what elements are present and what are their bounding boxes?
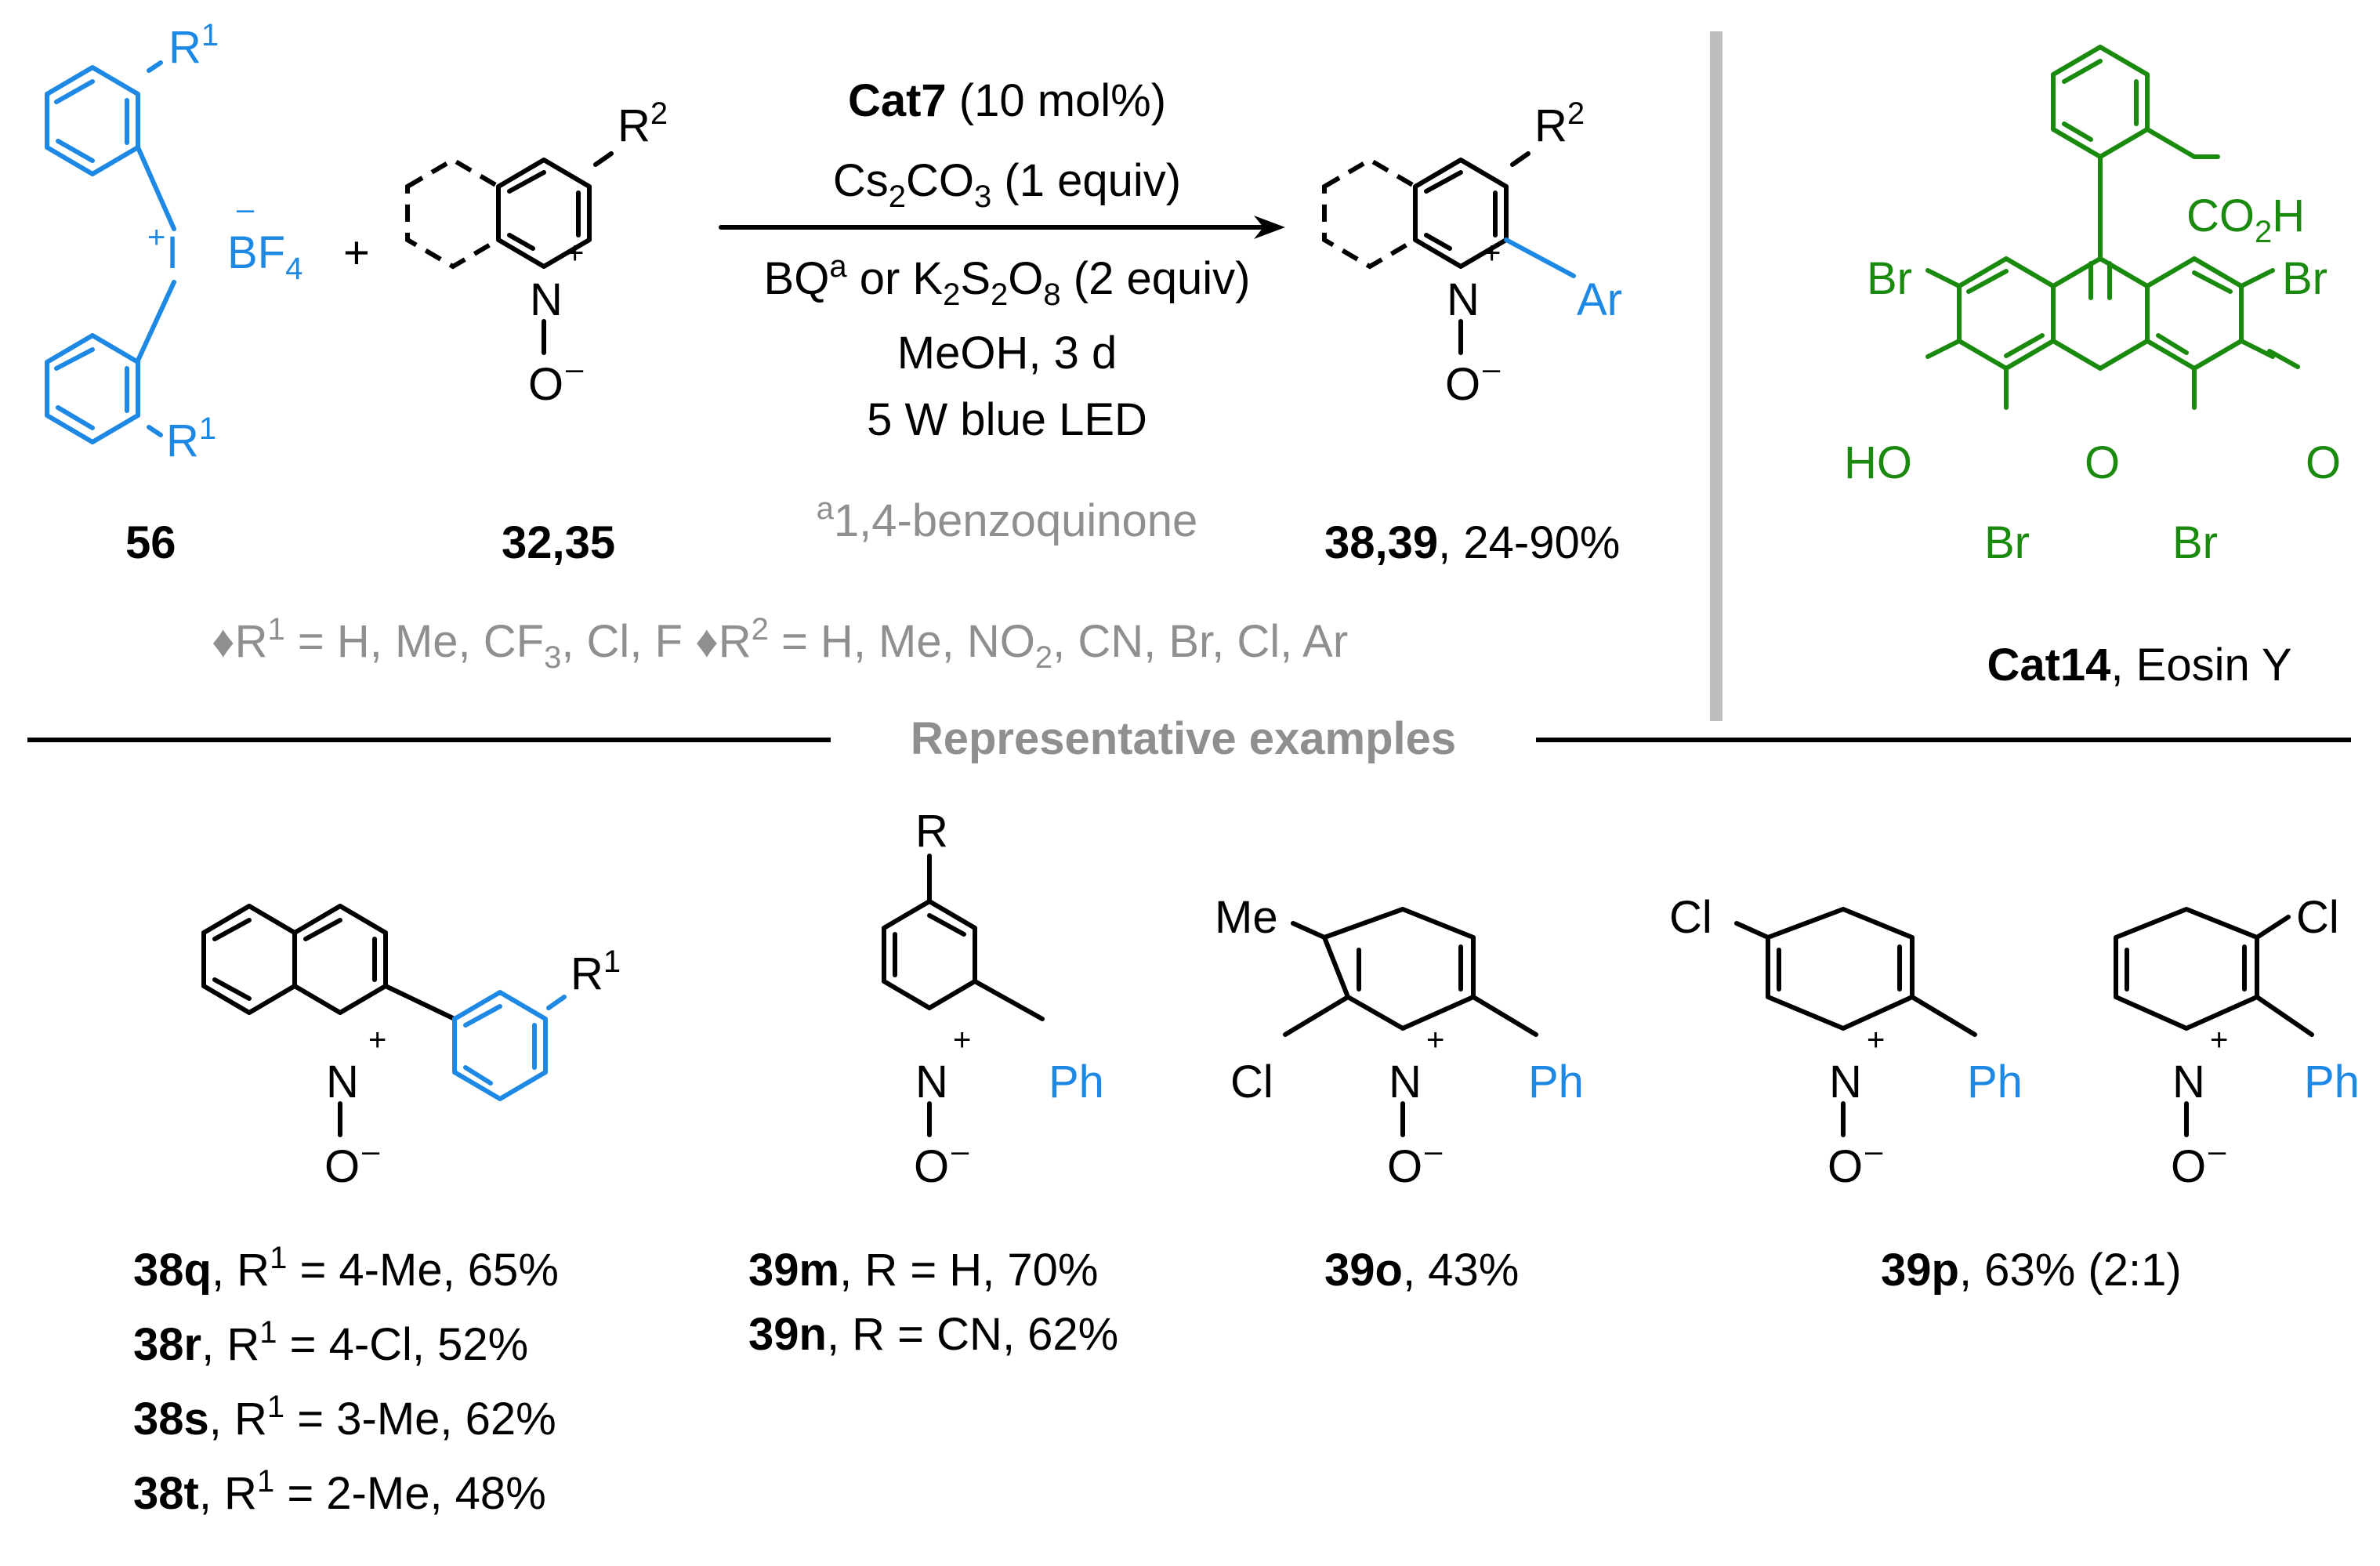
ex39o-label: 39o, 43% bbox=[1324, 1245, 1519, 1296]
section-title: Representative examples bbox=[911, 713, 1456, 764]
ex38-o-minus: – bbox=[362, 1134, 380, 1169]
ketone-oxygen: O bbox=[2306, 437, 2341, 488]
ex39mn-n-plus: + bbox=[953, 1023, 971, 1057]
ring-oxygen: O bbox=[2085, 437, 2120, 488]
ex39mn-o-minus: – bbox=[951, 1134, 969, 1169]
ex38-row-s: 38s, R1 = 3-Me, 62% bbox=[133, 1390, 556, 1445]
bf4-anion: BF4 bbox=[227, 227, 302, 286]
reaction-arrow-head bbox=[1254, 216, 1285, 239]
ex39p-o-atom-b: O bbox=[2171, 1141, 2206, 1192]
aryl-ring-bottom bbox=[45, 333, 140, 444]
ex38-row-t: 38t, R1 = 2-Me, 48% bbox=[133, 1464, 546, 1519]
example-39mn: R + N O – Ph 39m, R = H, 70% 39n, R = CN… bbox=[748, 806, 1118, 1360]
reaction-conditions: Cat7 (10 mol%) Cs2CO3 (1 equiv) BQa or K… bbox=[719, 75, 1285, 546]
r2-substituent: R2 bbox=[618, 96, 668, 151]
ex39o-n-atom: N bbox=[1389, 1057, 1422, 1107]
ex39mn-row-m: 39m, R = H, 70% bbox=[748, 1245, 1099, 1296]
ex39o-o-minus: – bbox=[1425, 1134, 1443, 1169]
ex39p-cl-b: Cl bbox=[2296, 892, 2339, 943]
product-r2: R2 bbox=[1534, 96, 1585, 151]
n-atom: N bbox=[530, 274, 563, 325]
footnote: a1,4-benzoquinone bbox=[817, 491, 1198, 546]
catalyst-condition: Cat7 (10 mol%) bbox=[848, 75, 1166, 126]
iodonium-charge: + bbox=[147, 220, 165, 255]
ex39p-ph-b: Ph bbox=[2304, 1057, 2360, 1107]
n-plus: + bbox=[566, 236, 584, 270]
product-n-atom: N bbox=[1447, 274, 1480, 325]
ex39o-me: Me bbox=[1215, 892, 1278, 943]
product-ar: Ar bbox=[1577, 274, 1622, 325]
ex38-r1: R1 bbox=[571, 944, 621, 999]
ex39p-n-atom-b: N bbox=[2172, 1057, 2205, 1107]
br-left-bottom: Br bbox=[1984, 517, 2030, 568]
o-atom: O bbox=[528, 359, 563, 410]
ex39mn-row-n: 39n, R = CN, 62% bbox=[748, 1309, 1118, 1360]
base-condition: Cs2CO3 (1 equiv) bbox=[833, 155, 1181, 214]
ex39p-cl-a: Cl bbox=[1669, 892, 1712, 943]
carboxylic-acid: CO2H bbox=[2186, 190, 2305, 249]
r1-bottom: R1 bbox=[166, 411, 216, 466]
br-right-top: Br bbox=[2282, 253, 2327, 304]
light-source: 5 W blue LED bbox=[867, 394, 1147, 445]
ex39p-ph-a: Ph bbox=[1967, 1057, 2023, 1107]
ex39mn-r: R bbox=[915, 806, 948, 857]
ex39p-o-atom-a: O bbox=[1828, 1141, 1863, 1192]
hydroxyl: HO bbox=[1844, 437, 1912, 488]
ex39mn-o-atom: O bbox=[914, 1141, 949, 1192]
ex39o-ph: Ph bbox=[1528, 1057, 1584, 1107]
label-32-35: 32,35 bbox=[502, 517, 615, 568]
ex38-n-plus: + bbox=[368, 1023, 386, 1057]
example-39o: Me Cl + N O – Ph 39o, 43% bbox=[1215, 892, 1584, 1296]
product-38-39: R2 + N O – Ar 38,39, 24-90% bbox=[1322, 96, 1622, 568]
product-o-minus: – bbox=[1483, 352, 1501, 386]
catalyst-eosin-y: CO2H Br Br HO O O Br Br Cat14, Eosin Y bbox=[1844, 45, 2341, 691]
br-right-bottom: Br bbox=[2172, 517, 2218, 568]
o-minus: – bbox=[566, 352, 584, 386]
ex39p-o-minus-a: – bbox=[1865, 1134, 1883, 1169]
example-39p: Cl + N O – Ph Cl + N O – Ph 39p, 63% (2:… bbox=[1669, 892, 2360, 1296]
ex39mn-n-atom: N bbox=[915, 1057, 948, 1107]
ex39o-cl: Cl bbox=[1230, 1057, 1273, 1107]
product-n-plus: + bbox=[1483, 236, 1501, 270]
ex38-o-atom: O bbox=[324, 1141, 360, 1192]
ex39p-n-atom-a: N bbox=[1829, 1057, 1862, 1107]
example-38: R1 + N O – 38q, R1 = 4-Me, 65% 38r, R1 =… bbox=[133, 904, 621, 1519]
r1-top: R1 bbox=[168, 18, 219, 73]
ex39o-n-plus: + bbox=[1426, 1023, 1444, 1057]
label-38-39: 38,39, 24-90% bbox=[1324, 517, 1620, 568]
ex38-row-r: 38r, R1 = 4-Cl, 52% bbox=[133, 1315, 528, 1370]
ex39p-label: 39p, 63% (2:1) bbox=[1881, 1245, 2182, 1296]
product-o-atom: O bbox=[1445, 359, 1480, 410]
ex39p-n-plus-b: + bbox=[2210, 1023, 2228, 1057]
br-left-top: Br bbox=[1867, 253, 1912, 304]
iodine-atom: I bbox=[166, 227, 179, 278]
oxidant-condition: BQa or K2S2O8 (2 equiv) bbox=[764, 249, 1251, 312]
label-56: 56 bbox=[125, 517, 176, 568]
reagent-56: R1 + I – BF4 R1 56 bbox=[45, 18, 302, 568]
solvent-time: MeOH, 3 d bbox=[897, 328, 1117, 379]
ex39p-o-minus-b: – bbox=[2208, 1134, 2226, 1169]
ex38-row-q: 38q, R1 = 4-Me, 65% bbox=[133, 1241, 559, 1296]
ex39p-n-plus-a: + bbox=[1867, 1023, 1885, 1057]
substituent-scope: ♦R1 = H, Me, CF3, Cl, F ♦R2 = H, Me, NO2… bbox=[212, 612, 1348, 675]
substrate-32-35: R2 + N O – 32,35 bbox=[405, 96, 668, 568]
ex38-n-atom: N bbox=[326, 1057, 359, 1107]
plus-sign: + bbox=[343, 227, 370, 278]
ex39mn-ph: Ph bbox=[1049, 1057, 1104, 1107]
bf4-charge: – bbox=[237, 192, 255, 227]
ex39o-o-atom: O bbox=[1387, 1141, 1422, 1192]
label-cat14: Cat14, Eosin Y bbox=[1987, 640, 2291, 691]
